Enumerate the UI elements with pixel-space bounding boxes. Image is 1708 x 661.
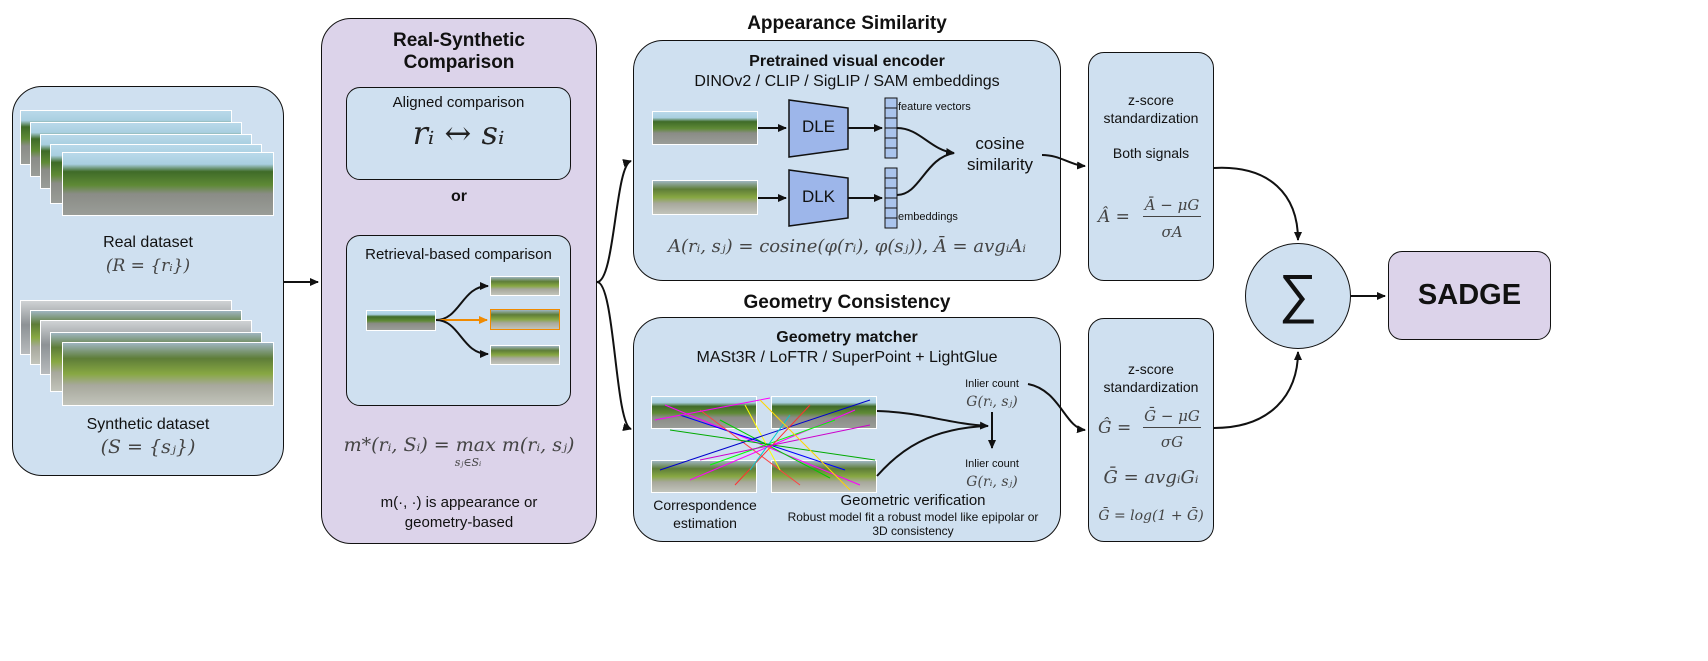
output-box	[1388, 251, 1551, 340]
z-appearance-line1: z-score	[1128, 92, 1174, 108]
z-appearance-signals: Both signals	[1112, 145, 1190, 161]
verification-line1: Robust model fit a robust model like epi…	[787, 510, 1039, 524]
output-label: SADGE	[1417, 279, 1522, 311]
dlk-encoder-shape	[788, 169, 849, 227]
embedding-cells	[884, 167, 898, 229]
embeddings-label: embeddings	[898, 211, 958, 223]
inlier-count-formula-1: G(rᵢ, sⱼ)	[966, 394, 1018, 410]
feature-vector-cells	[884, 97, 898, 159]
sum-symbol: ∑	[1278, 264, 1318, 324]
appearance-section-title: Appearance Similarity	[747, 13, 947, 34]
retrieval-candidate-best	[490, 309, 560, 330]
inlier-count-formula-2: G(rᵢ, sⱼ)	[966, 474, 1018, 490]
feature-vectors-label: feature vectors	[898, 101, 971, 113]
aligned-comparison-title: Aligned comparison	[392, 94, 525, 111]
z-geometry-formula-den: σG	[1160, 433, 1184, 451]
max-formula: m*(rᵢ, Sᵢ) = max m(rᵢ, sⱼ)	[343, 434, 575, 456]
cosine-similarity-line1: cosine	[975, 134, 1025, 153]
real-image-front	[62, 152, 274, 216]
comparison-note-line2: geometry-based	[404, 514, 514, 531]
retrieval-query-image	[366, 310, 436, 331]
z-geometry-line2: standardization	[1103, 379, 1199, 395]
inlier-count-label-1: Inlier count	[965, 378, 1019, 390]
comparison-title-line1: Real-Synthetic	[393, 30, 525, 51]
appearance-formula: A(rᵢ, sⱼ) = cosine(φ(rᵢ), φ(sⱼ)), Ā = av…	[667, 236, 1027, 257]
dle-label: DLE	[801, 117, 836, 136]
encoder-models: DINOv2 / CLIP / SigLIP / SAM embeddings	[694, 73, 1000, 90]
z-appearance-fraction-bar	[1143, 216, 1201, 217]
z-geometry-formula-log: Ḡ = log(1 + Ḡ)	[1098, 508, 1204, 524]
synthetic-dataset-formula: (S = {sⱼ})	[100, 436, 196, 458]
encoder-title: Pretrained visual encoder	[749, 53, 945, 70]
inlier-count-label-2: Inlier count	[965, 458, 1019, 470]
z-geometry-line1: z-score	[1128, 361, 1174, 377]
verification-title: Geometric verification	[840, 492, 986, 509]
matcher-title: Geometry matcher	[776, 329, 918, 346]
synthetic-image-front	[62, 342, 274, 406]
retrieval-candidate-1	[490, 276, 560, 296]
comparison-title-line2: Comparison	[403, 52, 515, 73]
correspondence-line1: Correspondence	[653, 497, 757, 513]
z-geometry-fraction-bar	[1143, 427, 1201, 428]
appearance-synthetic-image	[652, 180, 758, 215]
sum-node	[1245, 243, 1351, 349]
z-geometry-formula-lhs: Ĝ =	[1098, 418, 1132, 438]
comparison-note-line1: m(·, ·) is appearance or	[380, 494, 538, 511]
z-appearance-formula-lhs: Â =	[1098, 207, 1130, 227]
cosine-similarity-line2: similarity	[966, 155, 1034, 174]
z-appearance-formula-den: σA	[1161, 223, 1183, 241]
z-score-geometry-box	[1088, 318, 1214, 542]
z-geometry-formula-num: Ḡ − μG	[1144, 407, 1200, 425]
appearance-real-image	[652, 111, 758, 145]
max-formula-subscript: sⱼ∈Sᵢ	[454, 456, 482, 469]
z-geometry-formula-avg: Ḡ = avgᵢGᵢ	[1103, 467, 1199, 488]
appearance-panel	[633, 40, 1061, 281]
real-dataset-formula: (R = {rᵢ})	[105, 256, 191, 276]
aligned-comparison-formula: rᵢ ↔ sᵢ	[412, 114, 505, 152]
retrieval-candidate-3	[490, 345, 560, 365]
z-appearance-formula-num: Ā − μG	[1144, 196, 1200, 214]
real-dataset-label: Real dataset	[103, 234, 193, 251]
verification-line2: 3D consistency	[872, 524, 954, 538]
dle-encoder-shape	[788, 99, 849, 158]
z-appearance-line2: standardization	[1103, 110, 1199, 126]
synthetic-dataset-label: Synthetic dataset	[86, 416, 210, 433]
z-score-appearance-box	[1088, 52, 1214, 281]
geometry-section-title: Geometry Consistency	[743, 292, 951, 313]
dlk-label: DLK	[801, 187, 836, 206]
matcher-models: MASt3R / LoFTR / SuperPoint + LightGlue	[696, 349, 998, 366]
retrieval-comparison-title: Retrieval-based comparison	[365, 246, 552, 263]
aligned-comparison-box	[346, 87, 571, 180]
geometry-synthetic-image-a	[651, 460, 757, 493]
or-label: or	[451, 188, 467, 205]
correspondence-line2: estimation	[673, 515, 737, 531]
